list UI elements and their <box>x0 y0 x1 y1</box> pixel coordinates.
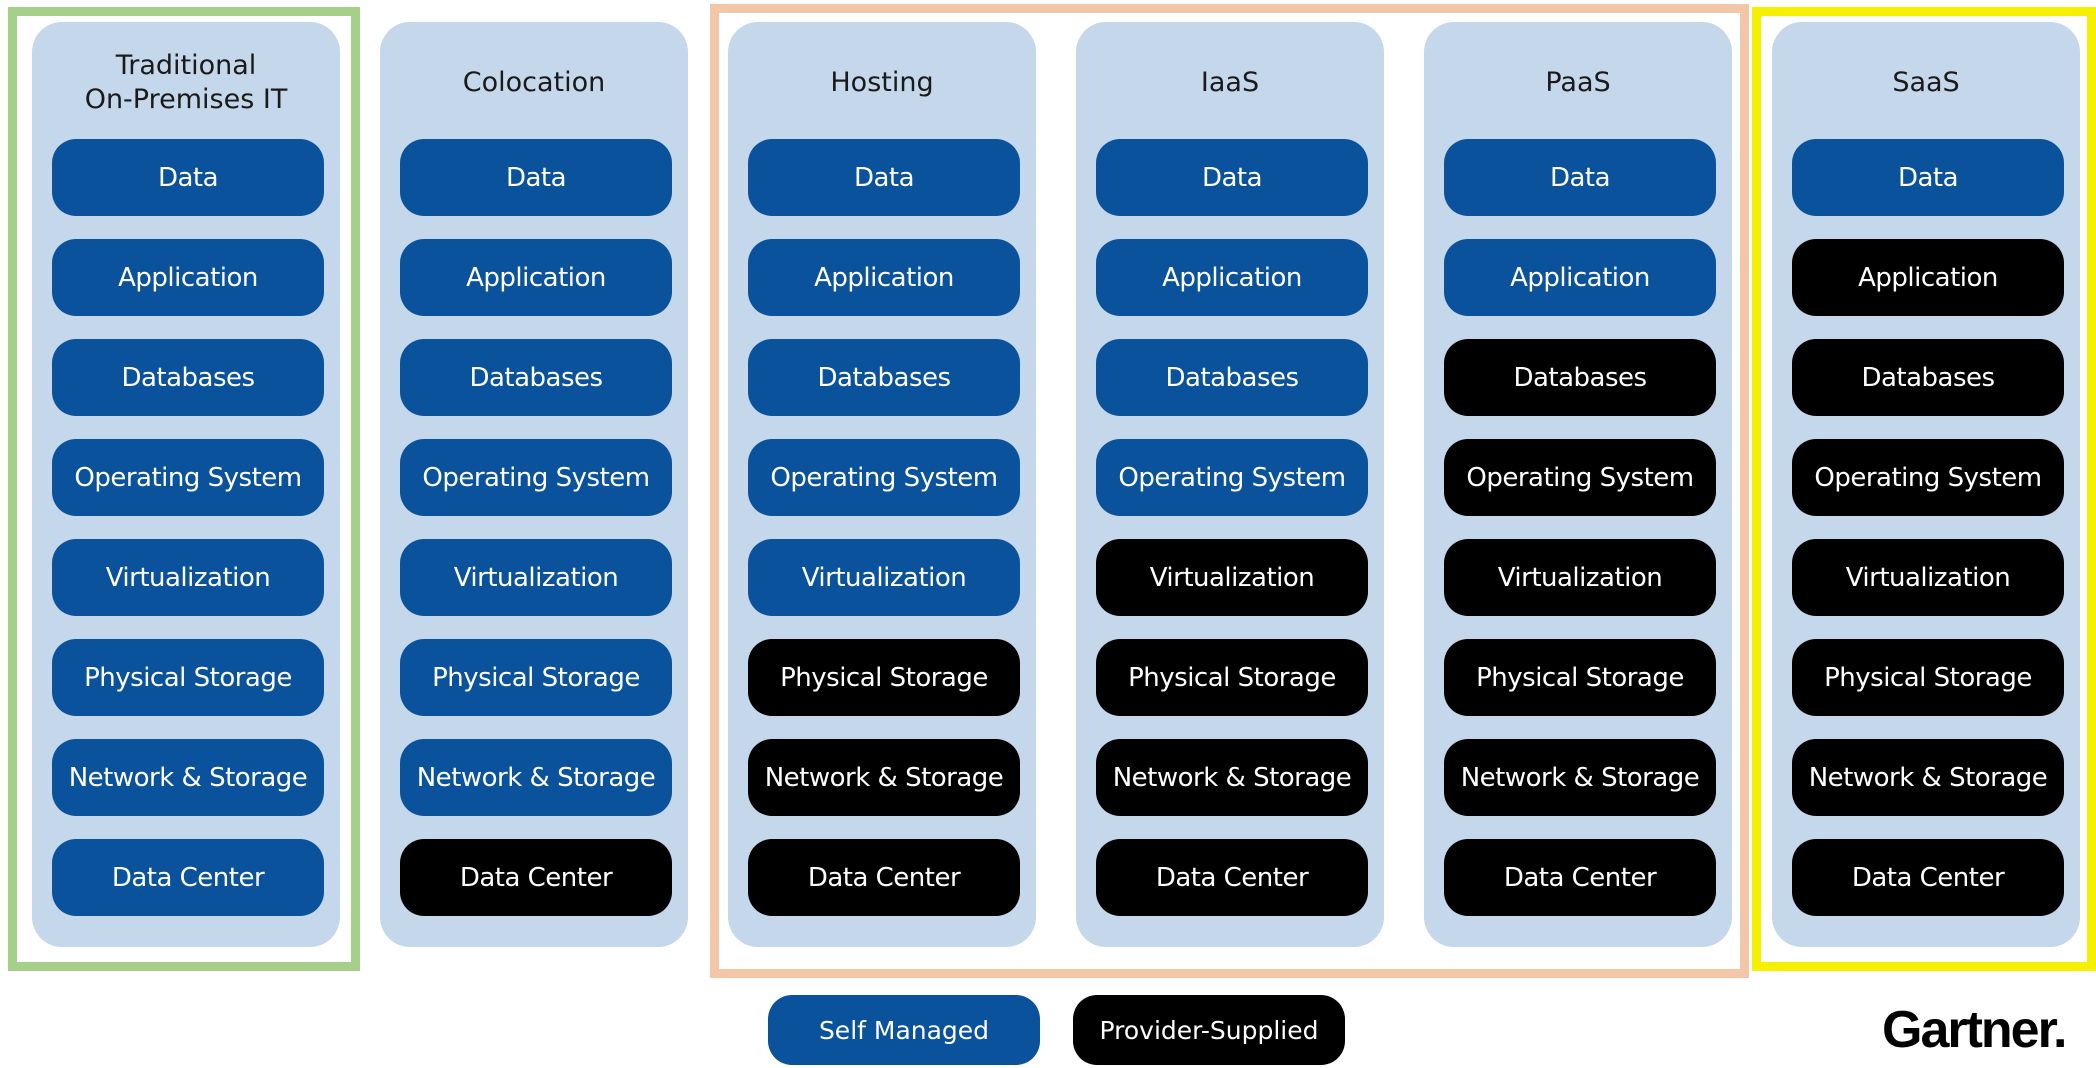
layer-network-storage: Network & Storage <box>1444 739 1716 816</box>
column-title: Traditional On-Premises IT <box>84 50 288 115</box>
layer-data: Data <box>52 139 324 216</box>
on-premises-group-frame <box>8 7 360 971</box>
layer-physical-storage: Physical Storage <box>1096 639 1368 716</box>
layer-virtualization: Virtualization <box>52 539 324 616</box>
layer-physical-storage: Physical Storage <box>748 639 1020 716</box>
layer-virtualization: Virtualization <box>748 539 1020 616</box>
layer-data-center: Data Center <box>1444 839 1716 916</box>
layer-data-center: Data Center <box>52 839 324 916</box>
layer-network-storage: Network & Storage <box>748 739 1020 816</box>
saas-group-frame <box>1752 7 2096 971</box>
column-title: Hosting <box>830 67 934 98</box>
legend-provider-supplied: Provider-Supplied <box>1073 995 1345 1065</box>
layer-application: Application <box>1444 239 1716 316</box>
layer-operating-system: Operating System <box>1792 439 2064 516</box>
layer-data: Data <box>1444 139 1716 216</box>
layer-data: Data <box>400 139 672 216</box>
layer-network-storage: Network & Storage <box>1096 739 1368 816</box>
layer-data: Data <box>748 139 1020 216</box>
layer-data-center: Data Center <box>1792 839 2064 916</box>
layer-application: Application <box>400 239 672 316</box>
column-title: IaaS <box>1200 67 1260 98</box>
legend-self-managed: Self Managed <box>768 995 1040 1065</box>
layer-physical-storage: Physical Storage <box>1444 639 1716 716</box>
gartner-logo: Gartner. <box>1882 1001 2067 1059</box>
layer-virtualization: Virtualization <box>400 539 672 616</box>
layer-databases: Databases <box>1096 339 1368 416</box>
layer-physical-storage: Physical Storage <box>400 639 672 716</box>
layer-network-storage: Network & Storage <box>1792 739 2064 816</box>
layer-network-storage: Network & Storage <box>52 739 324 816</box>
layer-virtualization: Virtualization <box>1792 539 2064 616</box>
layer-data: Data <box>1792 139 2064 216</box>
layer-operating-system: Operating System <box>400 439 672 516</box>
layer-operating-system: Operating System <box>748 439 1020 516</box>
hosting-iaas-paas-group-frame <box>710 4 1749 978</box>
column-title: Colocation <box>462 67 606 98</box>
layer-databases: Databases <box>1792 339 2064 416</box>
layer-physical-storage: Physical Storage <box>52 639 324 716</box>
layer-operating-system: Operating System <box>52 439 324 516</box>
column-title: SaaS <box>1892 67 1960 98</box>
layer-data-center: Data Center <box>748 839 1020 916</box>
layer-databases: Databases <box>52 339 324 416</box>
layer-application: Application <box>1096 239 1368 316</box>
layer-virtualization: Virtualization <box>1444 539 1716 616</box>
layer-data: Data <box>1096 139 1368 216</box>
layer-data-center: Data Center <box>1096 839 1368 916</box>
layer-databases: Databases <box>400 339 672 416</box>
layer-databases: Databases <box>748 339 1020 416</box>
layer-physical-storage: Physical Storage <box>1792 639 2064 716</box>
layer-operating-system: Operating System <box>1096 439 1368 516</box>
layer-virtualization: Virtualization <box>1096 539 1368 616</box>
layer-databases: Databases <box>1444 339 1716 416</box>
layer-operating-system: Operating System <box>1444 439 1716 516</box>
layer-application: Application <box>52 239 324 316</box>
layer-data-center: Data Center <box>400 839 672 916</box>
layer-application: Application <box>748 239 1020 316</box>
layer-application: Application <box>1792 239 2064 316</box>
column-title: PaaS <box>1545 67 1611 98</box>
layer-network-storage: Network & Storage <box>400 739 672 816</box>
